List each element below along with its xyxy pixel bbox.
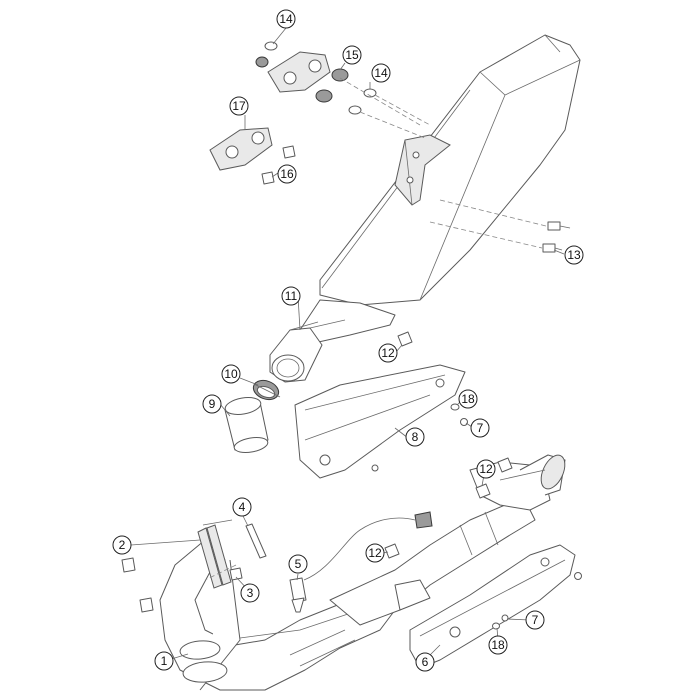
callout-18-upper: 18 [458,389,478,409]
callout-11: 11 [281,286,301,306]
callout-label: 14 [279,12,293,26]
lambda-sensor [289,511,433,613]
fastener-washers-18-7 [371,403,582,630]
callout-label: 8 [412,430,419,444]
callout-7-lower: 7 [525,610,545,630]
lower-heat-shield [409,544,576,669]
assembly-guide-lines [204,77,547,581]
gasket-sleeve [224,397,269,453]
silencer-body [299,34,581,346]
callout-label: 4 [239,500,246,514]
header-pipe [159,539,396,691]
callout-label: 5 [295,557,302,571]
silencer-inlet-pipe [269,319,346,383]
callout-14-right: 14 [371,63,391,83]
callout-label: 3 [247,586,254,600]
callout-label: 2 [119,538,126,552]
callout-17: 17 [229,96,249,116]
callout-6: 6 [415,652,435,672]
fastener-nut-3 [229,567,243,581]
callout-label: 7 [532,613,539,627]
callout-8: 8 [405,427,425,447]
upper-mount-plate [267,51,331,93]
pin [245,523,267,559]
callout-12-right: 12 [476,459,496,479]
callout-label: 1 [161,654,168,668]
callout-13: 13 [564,245,584,265]
callout-label: 12 [368,546,382,560]
fastener-clips-12 [384,331,513,559]
fastener-nuts-16 [261,145,296,185]
fastener-nut-2b [139,597,154,613]
clamp [252,379,281,401]
callout-label: 17 [232,99,246,113]
callout-label: 9 [209,397,216,411]
callout-10: 10 [221,364,241,384]
callout-9: 9 [202,394,222,414]
fastener-bolts-13 [542,221,571,253]
callout-3: 3 [240,583,260,603]
callout-4: 4 [232,497,252,517]
callout-label: 12 [479,462,493,476]
callout-label: 13 [567,248,581,262]
rubber-bushings-15 [315,68,349,103]
callout-12-lower: 12 [365,543,385,563]
callout-12-upper: 12 [378,343,398,363]
callout-5: 5 [288,554,308,574]
callout-label: 11 [285,289,298,303]
mid-pipe [329,499,536,626]
upper-heat-shield [294,364,466,479]
callout-15: 15 [342,45,362,65]
callout-1: 1 [154,651,174,671]
callout-label: 14 [374,66,388,80]
callout-18-lower: 18 [488,635,508,655]
callout-label: 6 [422,655,429,669]
fastener-nut-2 [121,557,136,573]
callout-16: 16 [277,164,297,184]
callout-label: 12 [381,346,395,360]
callout-label: 16 [280,167,294,181]
callout-label: 10 [224,367,238,381]
callout-7-upper: 7 [470,418,490,438]
callout-2: 2 [112,535,132,555]
callout-label: 15 [345,48,359,62]
callout-14-top: 14 [276,9,296,29]
callout-label: 18 [461,392,475,406]
callout-label: 7 [477,421,484,435]
callout-label: 18 [491,638,505,652]
mount-plate-17 [209,127,273,171]
silencer-mount-bracket [394,134,451,206]
